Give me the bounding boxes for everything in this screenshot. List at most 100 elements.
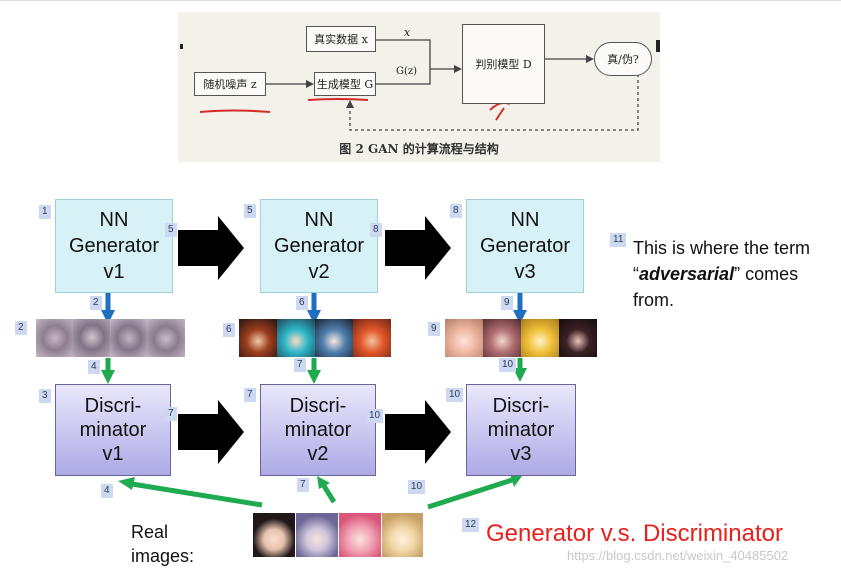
black-arrow-g2-g3: [385, 216, 451, 280]
generator-v2: NN Generator v2: [260, 199, 378, 293]
black-arrow-g1-g2: [178, 216, 244, 280]
arrowhead: [346, 100, 354, 108]
step-number-tag: 5: [165, 223, 177, 237]
green-arrow-real-d3-shaft: [427, 477, 513, 510]
generator-v3-line3: v3: [514, 261, 536, 283]
scan-speck: [180, 44, 183, 49]
real-images-label-line2: images:: [131, 546, 195, 566]
watermark: https://blog.csdn.net/weixin_40485502: [567, 548, 789, 563]
note-prefix: This is where the term “: [633, 238, 811, 284]
discriminator-v2-line1: Discri-: [289, 395, 347, 417]
step-number-tag: 12: [462, 518, 480, 532]
slide-title: Generator v.s. Discriminator: [486, 520, 783, 547]
discriminator-v1-line1: Discri-: [84, 395, 142, 417]
anime-face-image: [239, 319, 277, 357]
step-number-tag: 1: [39, 205, 51, 219]
green-arrow-1-head: [101, 370, 115, 384]
generated-images-v2: [239, 319, 391, 357]
figure-connectors: [180, 39, 660, 131]
anime-face-image: [353, 319, 391, 357]
blurry-face-image: [36, 319, 74, 357]
step-number-tag: 10: [446, 388, 464, 402]
step-number-tag: 7: [297, 478, 309, 492]
discriminator-model-box: 判别模型 D: [462, 24, 545, 104]
step-number-tag: 9: [501, 296, 513, 310]
step-number-tag: 6: [223, 323, 235, 337]
generator-v1: NN Generator v1: [55, 199, 173, 293]
anime-face-image: [315, 319, 353, 357]
generator-v2-line2: Generator: [273, 235, 365, 257]
step-number-tag: 10: [408, 480, 426, 494]
step-number-tag: 2: [90, 296, 102, 310]
blue-arrow-g2-head: [307, 310, 321, 324]
blurry-face-image: [147, 319, 185, 357]
black-arrow-d1-d2: [178, 400, 244, 464]
green-arrow-real-d1-shaft: [131, 481, 263, 508]
real-fake-output: 真/伪?: [594, 42, 652, 76]
arrowhead: [306, 80, 314, 88]
anime-face-image: [277, 319, 315, 357]
discriminator-v2-line3: v2: [307, 443, 329, 465]
discriminator-v2-line2: minator: [284, 419, 352, 441]
feedback-dashed-line: [349, 74, 639, 131]
generator-v2-line1: NN: [304, 209, 334, 231]
adversarial-note: This is where the term “adversarial” com…: [633, 235, 833, 313]
green-arrow-real-d3-head: [510, 474, 522, 487]
anime-face-image: [445, 319, 483, 357]
blurry-face-image: [110, 319, 148, 357]
top-divider: [0, 0, 841, 1]
step-number-tag: 7: [294, 358, 306, 372]
discriminator-v3-line2: minator: [487, 419, 555, 441]
generated-images-v1: [36, 319, 186, 357]
step-number-tag: 7: [165, 407, 177, 421]
generator-v3-line1: NN: [510, 209, 540, 231]
blue-arrow-g3-head: [513, 310, 527, 324]
real-anime-face-image: [382, 513, 423, 557]
step-number-tag: 10: [366, 409, 384, 423]
gz-label: G(z): [396, 66, 418, 77]
real-to-discriminator-line: [376, 39, 454, 70]
generator-model-box: 生成模型 G: [314, 72, 376, 96]
step-number-tag: 4: [88, 360, 100, 374]
generator-v2-line3: v2: [308, 261, 330, 283]
real-images-label: Real images:: [131, 520, 194, 568]
green-arrow-2-head: [307, 370, 321, 384]
real-anime-face-image: [296, 513, 338, 557]
generator-v1-line1: NN: [99, 209, 129, 231]
real-images-label-line1: Real: [131, 522, 169, 542]
green-arrow-3-head: [513, 368, 527, 382]
generator-v1-line3: v1: [103, 261, 125, 283]
x-label: x: [404, 26, 411, 39]
generator-v1-line2: Generator: [68, 235, 160, 257]
anime-face-image: [483, 319, 521, 357]
blue-arrow-g1-head: [101, 310, 115, 324]
red-underline: [199, 109, 271, 113]
arrowhead: [454, 65, 462, 73]
anime-face-image: [521, 319, 559, 357]
step-number-tag: 4: [101, 484, 113, 498]
note-suffix: ” comes from.: [633, 264, 799, 310]
step-number-tag: 8: [370, 223, 382, 237]
generated-to-discriminator-line: [376, 69, 431, 85]
green-arrow-real-d2-shaft: [321, 484, 337, 504]
real-images-strip: [253, 513, 423, 557]
note-bold-word: adversarial: [639, 264, 735, 284]
arrowhead: [586, 55, 594, 63]
generated-images-v3: [445, 319, 597, 357]
step-number-tag: 10: [499, 358, 517, 372]
discriminator-v1-line2: minator: [79, 419, 147, 441]
real-data-box: 真实数据 x: [306, 26, 376, 52]
anime-face-image: [559, 319, 597, 357]
figure-caption: 图 2 GAN 的计算流程与结构: [339, 142, 499, 156]
discriminator-v3-line3: v3: [510, 443, 532, 465]
step-number-tag: 5: [244, 204, 256, 218]
gan-flow-figure: 真实数据 x x 随机噪声 z 生成模型 G G(z) 判别模型 D 真/伪? …: [178, 12, 660, 162]
step-number-tag: 8: [450, 204, 462, 218]
step-number-tag: 3: [39, 389, 51, 403]
red-underline: [307, 98, 369, 101]
